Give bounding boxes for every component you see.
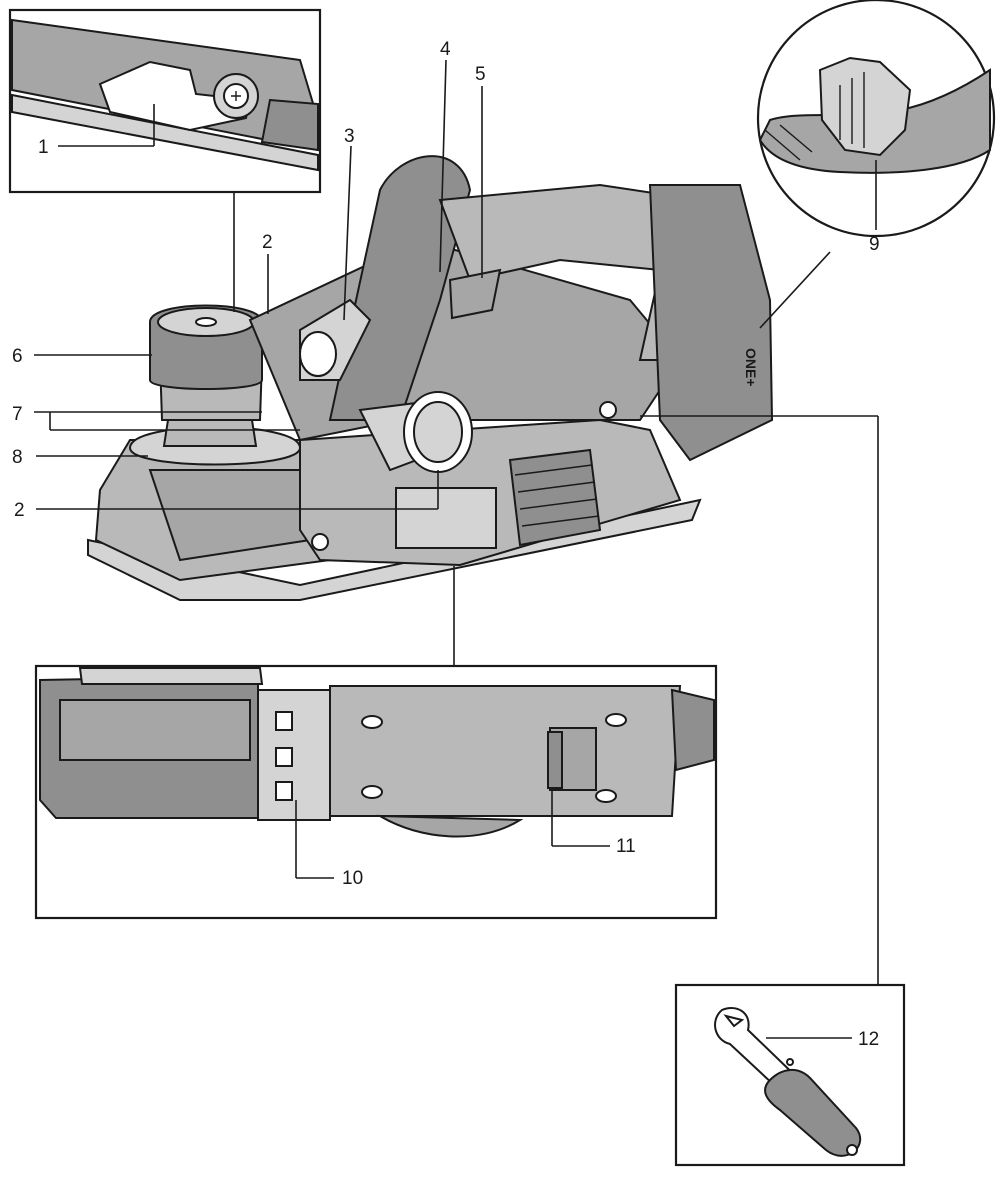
callout-8: 8 [12, 447, 23, 468]
vent-grille [508, 448, 602, 547]
callout-9: 9 [869, 234, 880, 255]
handle-front [328, 155, 472, 421]
inset-detail-circle [756, 0, 996, 238]
brand-mark: ONE+ [743, 348, 759, 387]
callout-4: 4 [440, 39, 451, 60]
leader-lines [34, 59, 879, 1039]
callout-2-top: 2 [262, 232, 273, 253]
inset-detail-top-left [8, 8, 322, 194]
callout-labels: 1 2 2 3 4 5 6 7 8 9 10 11 12 [12, 39, 880, 1050]
callout-2-bottom: 2 [14, 500, 25, 521]
callout-6: 6 [12, 346, 23, 367]
callout-1: 1 [38, 137, 49, 158]
callout-3: 3 [344, 126, 355, 147]
callout-5: 5 [475, 64, 486, 85]
inset-bottom-view [34, 664, 718, 920]
trigger [448, 268, 502, 320]
battery-pack [648, 184, 774, 462]
callout-11: 11 [616, 836, 636, 857]
base-shoe [87, 498, 702, 601]
planer-main: ONE+ [87, 155, 774, 601]
callout-7: 7 [12, 404, 23, 425]
callout-10: 10 [342, 868, 363, 889]
inset-wrench [674, 983, 906, 1167]
callout-12: 12 [858, 1029, 879, 1050]
